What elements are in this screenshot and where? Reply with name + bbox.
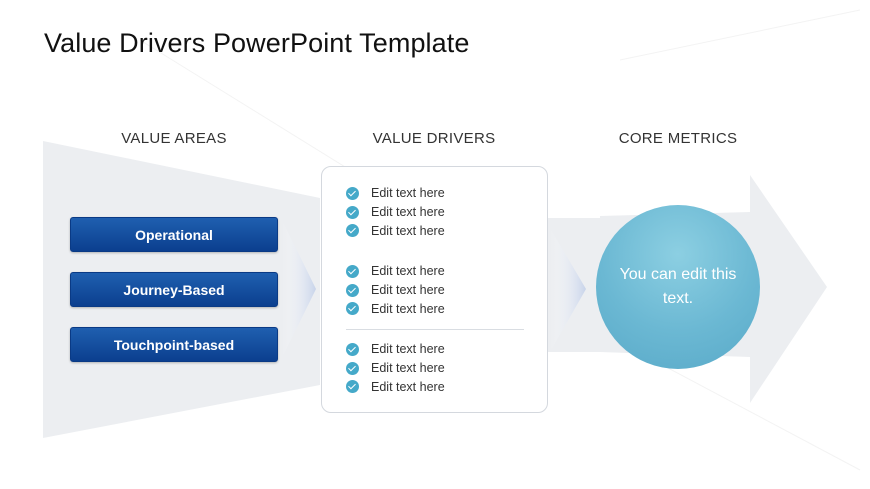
driver-group-3: Edit text here Edit text here Edit text … (346, 340, 445, 396)
core-metric-text: You can edit this text. (619, 266, 737, 307)
header-core-metrics: CORE METRICS (618, 130, 738, 147)
check-circle-icon (346, 361, 359, 375)
list-item: Edit text here (346, 359, 445, 378)
check-circle-icon (346, 264, 359, 278)
value-area-operational[interactable]: Operational (70, 217, 278, 252)
check-circle-icon (346, 205, 359, 219)
driver-group-1: Edit text here Edit text here Edit text … (346, 184, 445, 240)
value-area-touchpoint-based[interactable]: Touchpoint-based (70, 327, 278, 362)
list-item: Edit text here (346, 203, 445, 222)
check-circle-icon (346, 302, 359, 316)
value-area-journey-based[interactable]: Journey-Based (70, 272, 278, 307)
chevron-right (550, 228, 586, 352)
core-metric-circle[interactable]: You can edit this text. (596, 205, 760, 369)
check-circle-icon (346, 380, 359, 394)
divider (346, 329, 524, 330)
check-circle-icon (346, 186, 359, 200)
list-item: Edit text here (346, 281, 445, 300)
check-circle-icon (346, 342, 359, 356)
list-item: Edit text here (346, 262, 445, 281)
check-circle-icon (346, 283, 359, 297)
list-item: Edit text here (346, 184, 445, 203)
value-drivers-card: Edit text here Edit text here Edit text … (321, 166, 548, 413)
list-item: Edit text here (346, 340, 445, 359)
header-value-drivers: VALUE DRIVERS (372, 130, 496, 147)
header-value-areas: VALUE AREAS (121, 130, 227, 147)
list-item: Edit text here (346, 299, 445, 318)
check-circle-icon (346, 224, 359, 238)
list-item: Edit text here (346, 377, 445, 396)
driver-group-2: Edit text here Edit text here Edit text … (346, 262, 445, 318)
chevron-left (282, 220, 316, 358)
slide-title: Value Drivers PowerPoint Template (44, 28, 470, 58)
list-item: Edit text here (346, 221, 445, 240)
